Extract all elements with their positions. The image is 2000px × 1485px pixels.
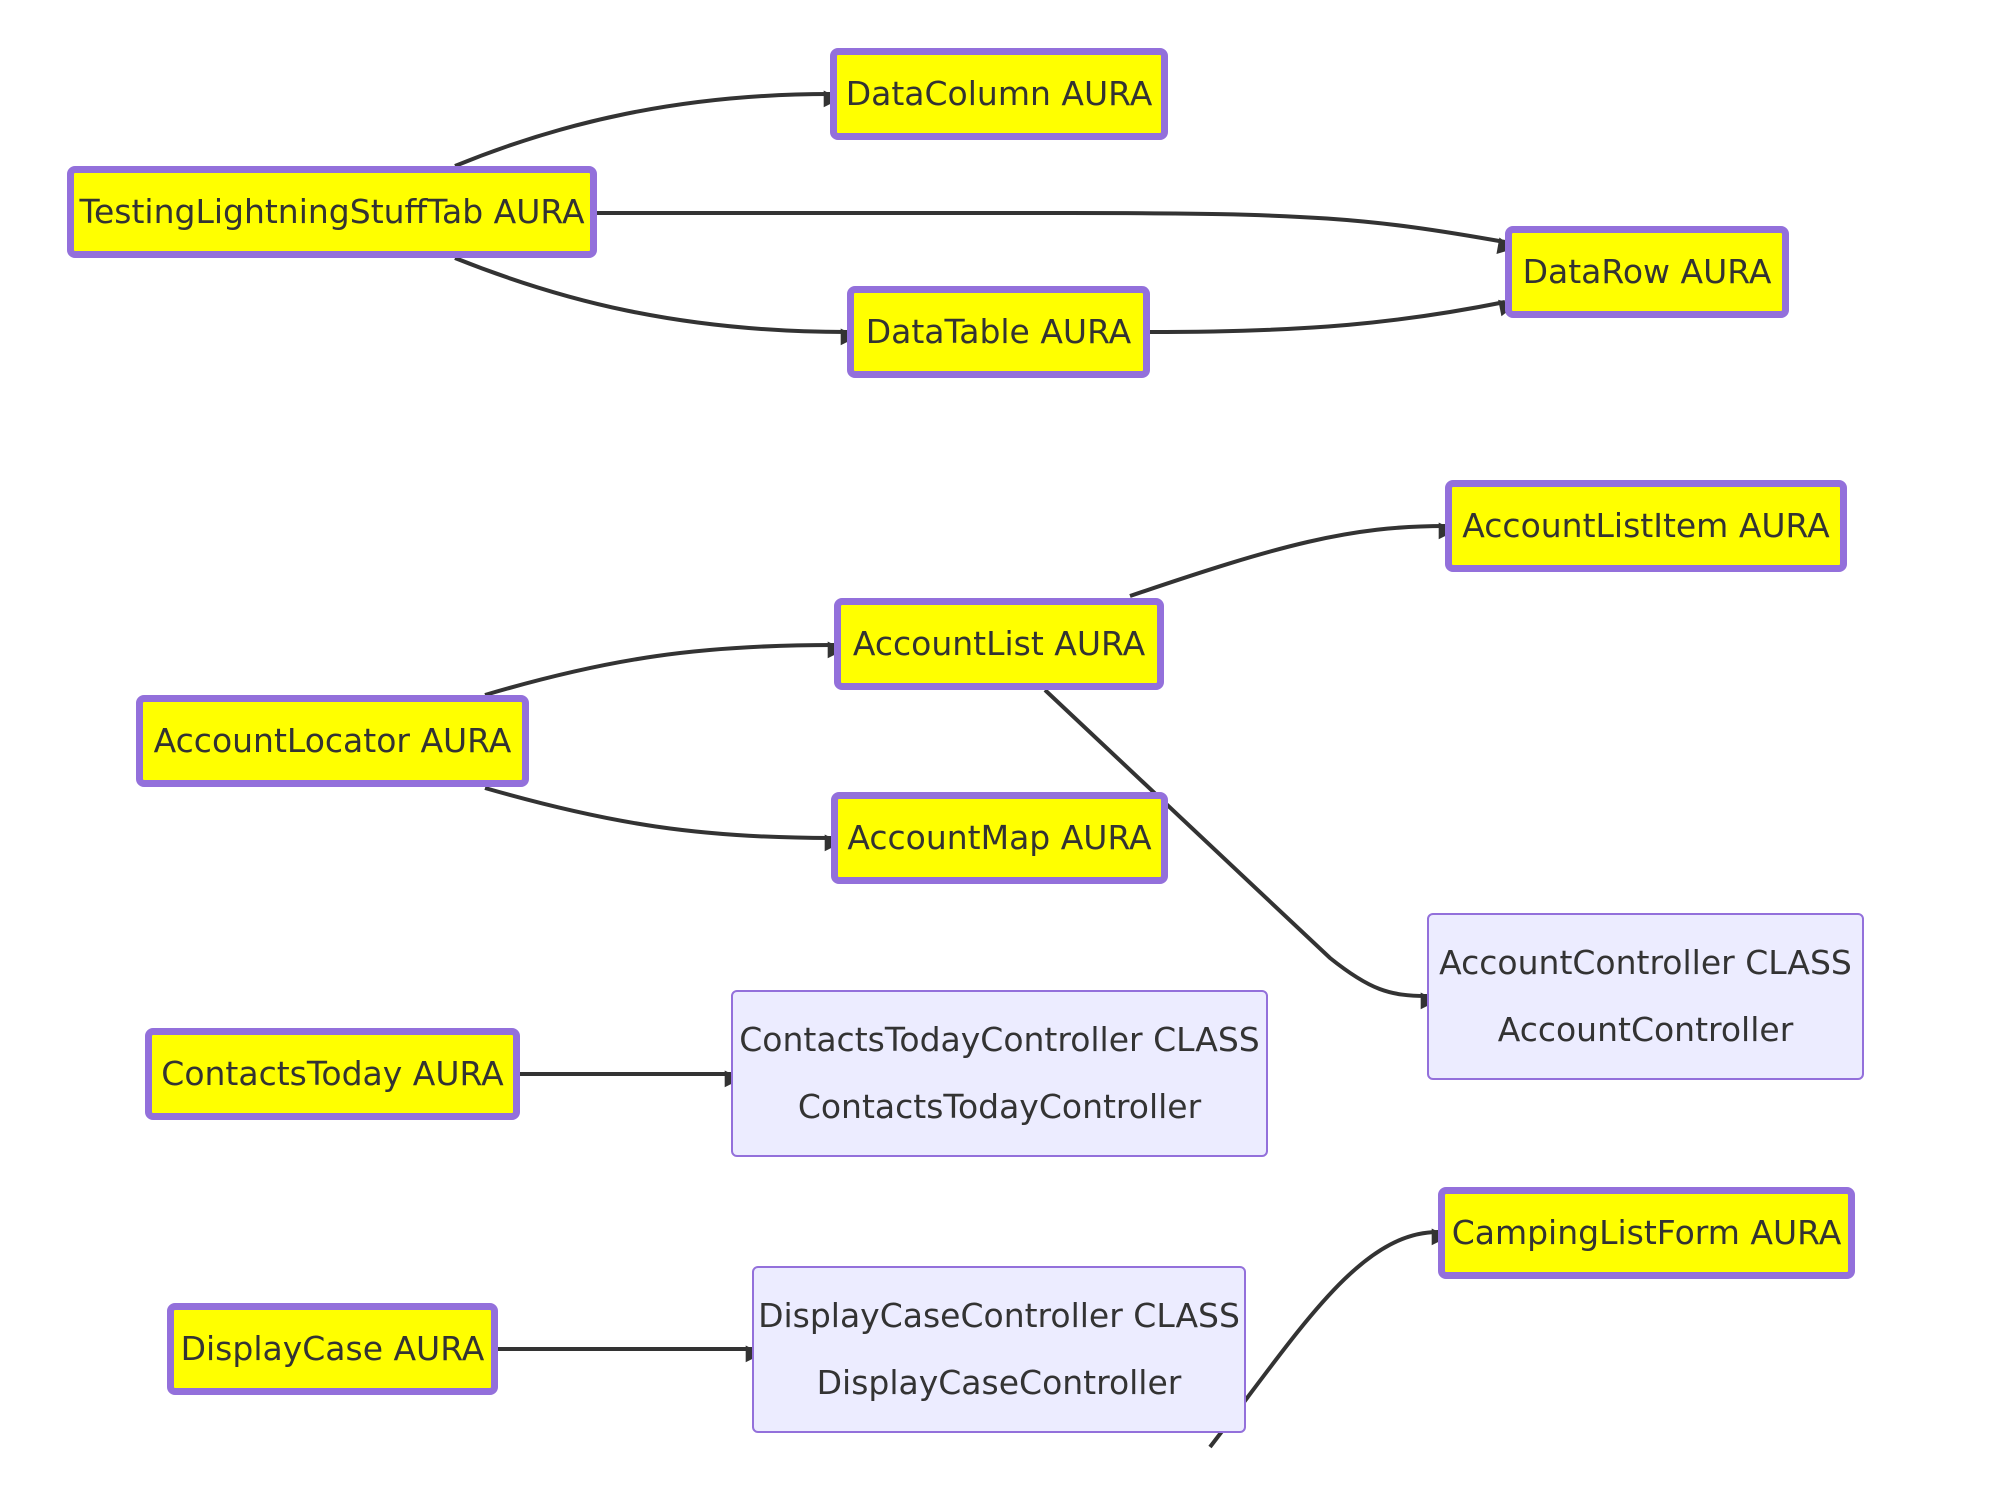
edge-account-list-to-account-controller (1043, 688, 1438, 1010)
node-data-column[interactable]: DataColumn AURA (830, 48, 1168, 140)
node-title: ContactsTodayController CLASS (739, 1019, 1260, 1059)
edge-data-table-to-data-row (1149, 299, 1517, 334)
node-label: AccountList AURA (852, 624, 1146, 664)
node-testing-lightning-stuff-tab[interactable]: TestingLightningStuffTab AURA (67, 166, 597, 258)
node-label: DataTable AURA (865, 312, 1132, 352)
node-label: TestingLightningStuffTab AURA (79, 192, 585, 232)
edge-account-list-to-account-list-item (1129, 522, 1456, 598)
node-account-list-item[interactable]: AccountListItem AURA (1445, 480, 1847, 572)
node-data-row[interactable]: DataRow AURA (1505, 226, 1789, 318)
edge-account-locator-to-account-map (484, 786, 842, 852)
edge-account-locator-to-account-list (484, 641, 845, 697)
node-label: AccountMap AURA (847, 818, 1152, 858)
node-label: DisplayCase AURA (180, 1329, 485, 1369)
node-label: AccountLocator AURA (153, 721, 512, 761)
node-account-locator[interactable]: AccountLocator AURA (136, 695, 529, 787)
node-label: CampingListForm AURA (1451, 1213, 1842, 1253)
node-subtitle: ContactsTodayController (797, 1087, 1202, 1127)
node-label: DataColumn AURA (845, 74, 1153, 114)
edge-testing-tab-to-data-table (454, 256, 858, 346)
node-account-controller-class[interactable]: AccountController CLASS AccountControlle… (1427, 913, 1864, 1080)
node-subtitle: AccountController (1497, 1010, 1794, 1050)
edge-testing-tab-to-data-column (454, 90, 841, 168)
node-data-table[interactable]: DataTable AURA (847, 286, 1150, 378)
node-account-map[interactable]: AccountMap AURA (831, 792, 1168, 884)
node-label: AccountListItem AURA (1462, 506, 1830, 546)
node-title: AccountController CLASS (1439, 942, 1852, 982)
node-contacts-today[interactable]: ContactsToday AURA (145, 1028, 520, 1120)
node-display-case-controller-class[interactable]: DisplayCaseController CLASS DisplayCaseC… (752, 1266, 1246, 1433)
node-camping-list-form[interactable]: CampingListForm AURA (1438, 1187, 1855, 1279)
node-title: DisplayCaseController CLASS (758, 1295, 1240, 1335)
node-label: ContactsToday AURA (161, 1054, 504, 1094)
node-subtitle: DisplayCaseController (816, 1363, 1182, 1403)
edge-testing-tab-to-data-row (597, 211, 1515, 254)
node-contacts-today-controller-class[interactable]: ContactsTodayController CLASS ContactsTo… (731, 990, 1268, 1157)
node-account-list[interactable]: AccountList AURA (834, 598, 1164, 690)
node-display-case[interactable]: DisplayCase AURA (167, 1303, 498, 1395)
node-label: DataRow AURA (1522, 252, 1772, 292)
